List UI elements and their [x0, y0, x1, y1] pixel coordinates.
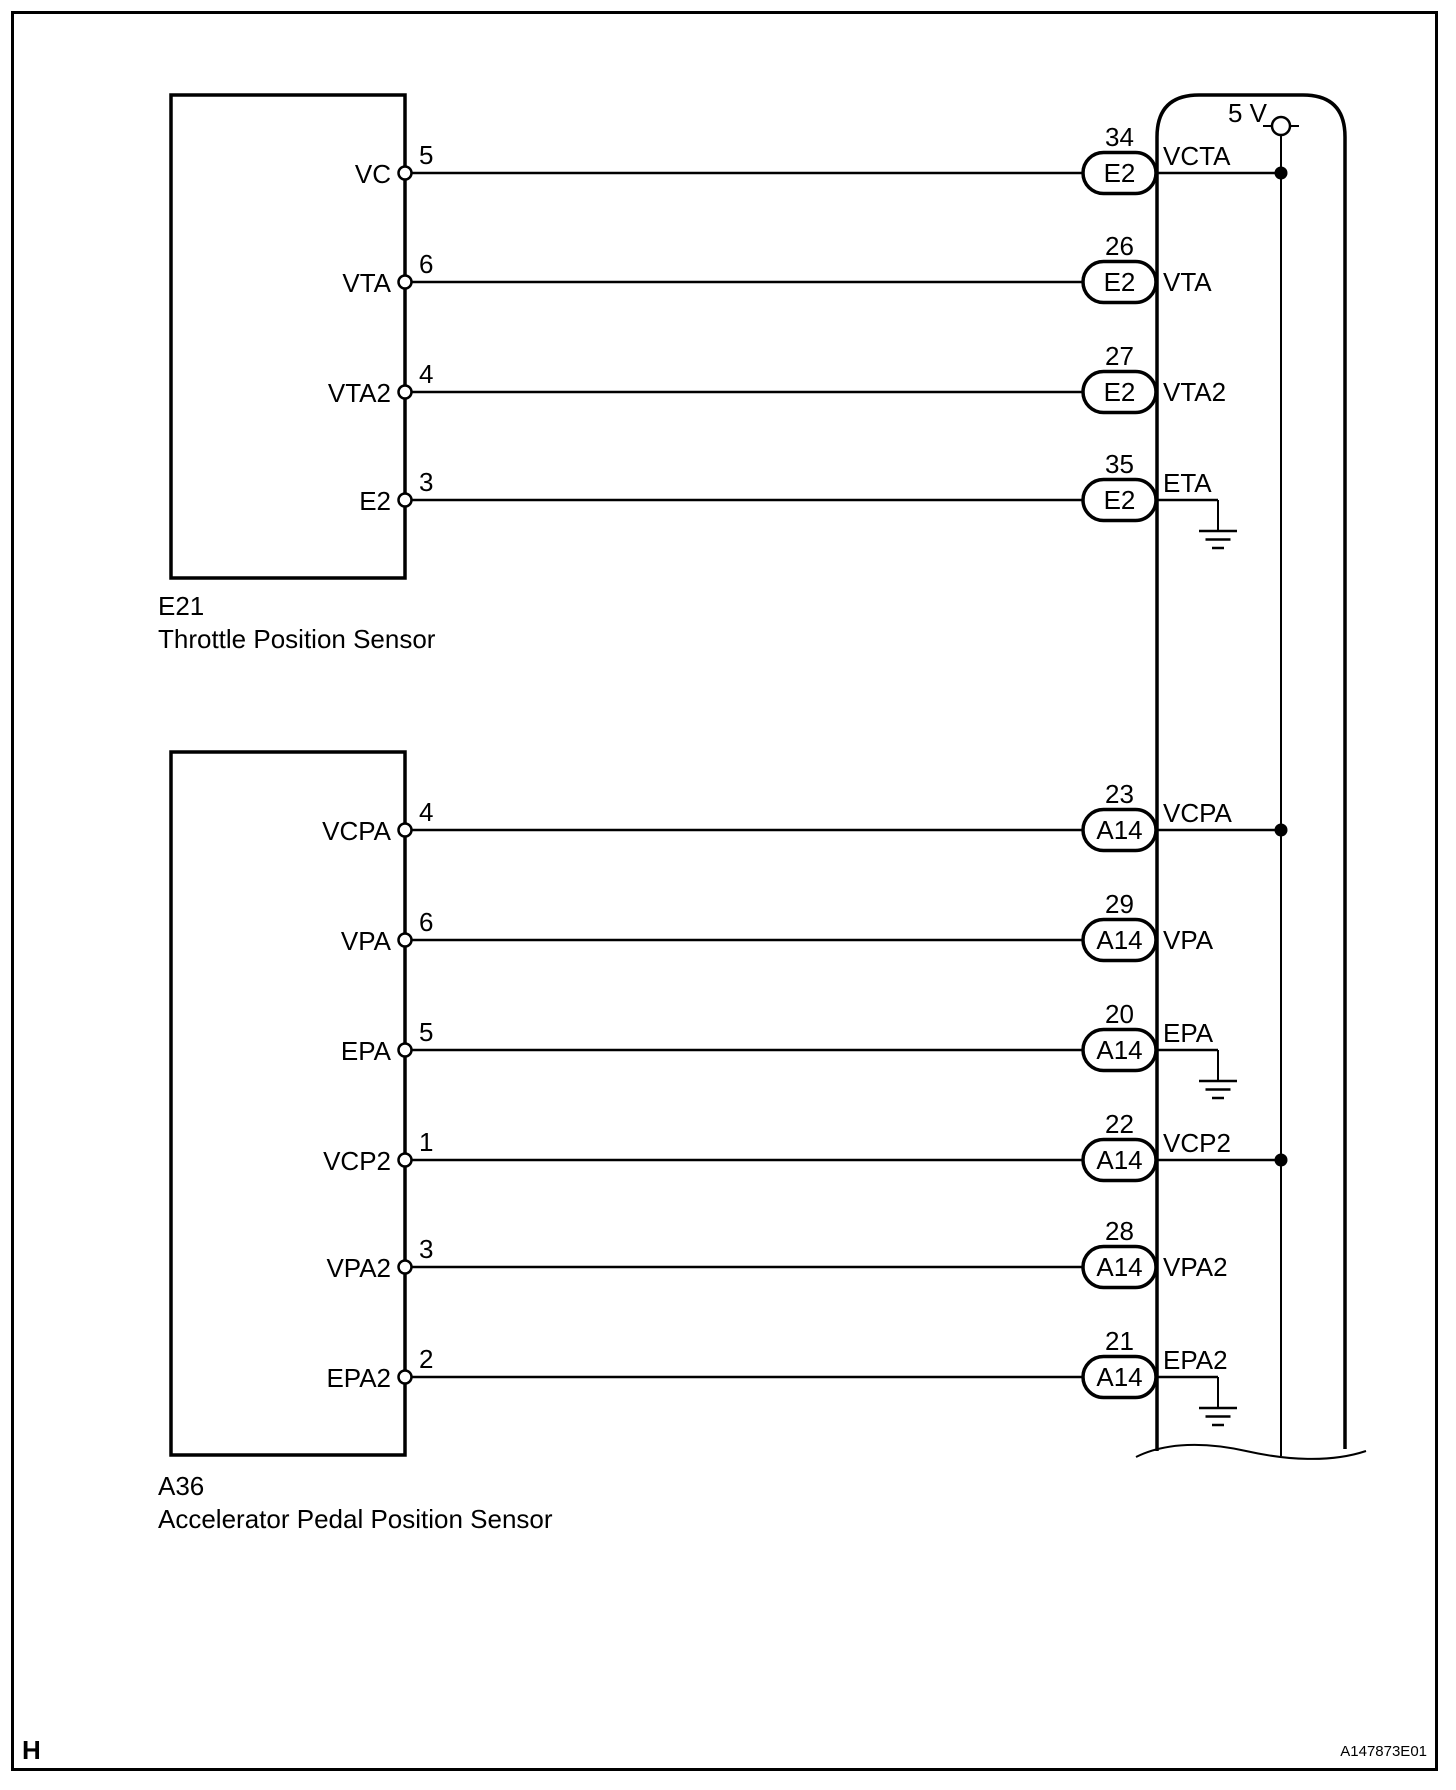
pin-number-vta2: 4	[419, 359, 433, 389]
ecu-box	[1155, 93, 1347, 1451]
pin-label-e2: E2	[359, 486, 391, 516]
pin-label-vpa: VPA	[341, 926, 392, 956]
pin-number-e2: 3	[419, 467, 433, 497]
ecu-signal-eta: ETA	[1163, 468, 1212, 498]
page-section-marker: H	[22, 1735, 41, 1765]
ecu-signal-vcpa: VCPA	[1163, 798, 1233, 828]
ecu-pin-number-26: 26	[1105, 231, 1134, 261]
pin-number-vpa: 6	[419, 907, 433, 937]
sensor-name-a36: Accelerator Pedal Position Sensor	[158, 1504, 553, 1534]
ecu-signal-epa: EPA	[1163, 1018, 1214, 1048]
pin-terminal-vcp2	[397, 1152, 413, 1168]
pin-terminal-vc	[397, 165, 413, 181]
ecu-connector-oval-26	[1081, 259, 1158, 305]
pin-number-vpa2: 3	[419, 1234, 433, 1264]
ecu-connector-id-29: A14	[1096, 925, 1142, 955]
pin-terminal-vta	[397, 274, 413, 290]
junction-dot-vcpa	[1274, 823, 1288, 837]
junction-dot-vcp2	[1274, 1153, 1288, 1167]
pin-number-vc: 5	[419, 140, 433, 170]
ecu-connector-id-26: E2	[1104, 267, 1136, 297]
sensor-code-e21: E21	[158, 591, 204, 621]
ecu-connector-oval-21	[1081, 1354, 1158, 1400]
ecu-pin-number-34: 34	[1105, 122, 1134, 152]
pin-terminal-vta2	[397, 384, 413, 400]
ecu-signal-vpa2: VPA2	[1163, 1252, 1228, 1282]
sensor-box-e21	[169, 93, 407, 580]
sensor-code-a36: A36	[158, 1471, 204, 1501]
ecu-connector-oval-35	[1081, 477, 1158, 523]
ecu-connector-id-23: A14	[1096, 815, 1142, 845]
ecu-connector-oval-28	[1081, 1244, 1158, 1290]
pin-label-vc: VC	[355, 159, 391, 189]
pin-terminal-e2	[397, 492, 413, 508]
ecu-connector-id-28: A14	[1096, 1252, 1142, 1282]
pin-label-epa2: EPA2	[326, 1363, 391, 1393]
pin-number-vcp2: 1	[419, 1127, 433, 1157]
junction-dot-vcta	[1274, 166, 1288, 180]
ecu-connector-oval-27	[1081, 369, 1158, 415]
ecu-pin-number-29: 29	[1105, 889, 1134, 919]
pin-number-epa: 5	[419, 1017, 433, 1047]
ecu-signal-vcp2: VCP2	[1163, 1128, 1231, 1158]
ecu-connector-oval-23	[1081, 807, 1158, 853]
power-source-icon	[1270, 115, 1292, 137]
pin-terminal-vpa2	[397, 1259, 413, 1275]
ecu-pin-number-21: 21	[1105, 1326, 1134, 1356]
ecu-connector-oval-34	[1081, 150, 1158, 196]
pin-terminal-epa2	[397, 1369, 413, 1385]
ecu-connector-id-27: E2	[1104, 377, 1136, 407]
ecu-connector-oval-22	[1081, 1137, 1158, 1183]
ecu-connector-oval-29	[1081, 917, 1158, 963]
ecu-signal-vta: VTA	[1163, 267, 1212, 297]
pin-terminal-vpa	[397, 932, 413, 948]
pin-label-vcp2: VCP2	[323, 1146, 391, 1176]
pin-number-vcpa: 4	[419, 797, 433, 827]
pin-label-epa: EPA	[341, 1036, 392, 1066]
ecu-pin-number-27: 27	[1105, 341, 1134, 371]
ecu-pin-number-22: 22	[1105, 1109, 1134, 1139]
pin-label-vta: VTA	[342, 268, 391, 298]
ecu-pin-number-20: 20	[1105, 999, 1134, 1029]
ecu-pin-number-28: 28	[1105, 1216, 1134, 1246]
pin-number-epa2: 2	[419, 1344, 433, 1374]
ecu-connector-id-22: A14	[1096, 1145, 1142, 1175]
figure-code: A147873E01	[1340, 1743, 1427, 1760]
pin-terminal-epa	[397, 1042, 413, 1058]
power-rail-label: 5 V	[1228, 98, 1268, 128]
ecu-pin-number-23: 23	[1105, 779, 1134, 809]
ecu-connector-id-20: A14	[1096, 1035, 1142, 1065]
pin-label-vpa2: VPA2	[326, 1253, 391, 1283]
ecu-signal-vcta: VCTA	[1163, 141, 1231, 171]
pin-label-vta2: VTA2	[328, 378, 391, 408]
ecu-connector-id-34: E2	[1104, 158, 1136, 188]
ecu-connector-id-21: A14	[1096, 1362, 1142, 1392]
pin-terminal-vcpa	[397, 822, 413, 838]
pin-label-vcpa: VCPA	[322, 816, 392, 846]
ecu-connector-oval-20	[1081, 1027, 1158, 1073]
pin-number-vta: 6	[419, 249, 433, 279]
ecu-signal-epa2: EPA2	[1163, 1345, 1228, 1375]
ecu-pin-number-35: 35	[1105, 449, 1134, 479]
ecu-signal-vpa: VPA	[1163, 925, 1214, 955]
page-border	[11, 11, 1438, 1771]
ecu-signal-vta2: VTA2	[1163, 377, 1226, 407]
ecu-break-wave	[1135, 1443, 1367, 1460]
sensor-name-e21: Throttle Position Sensor	[158, 624, 436, 654]
sensor-box-a36	[169, 750, 407, 1457]
ecu-connector-id-35: E2	[1104, 485, 1136, 515]
